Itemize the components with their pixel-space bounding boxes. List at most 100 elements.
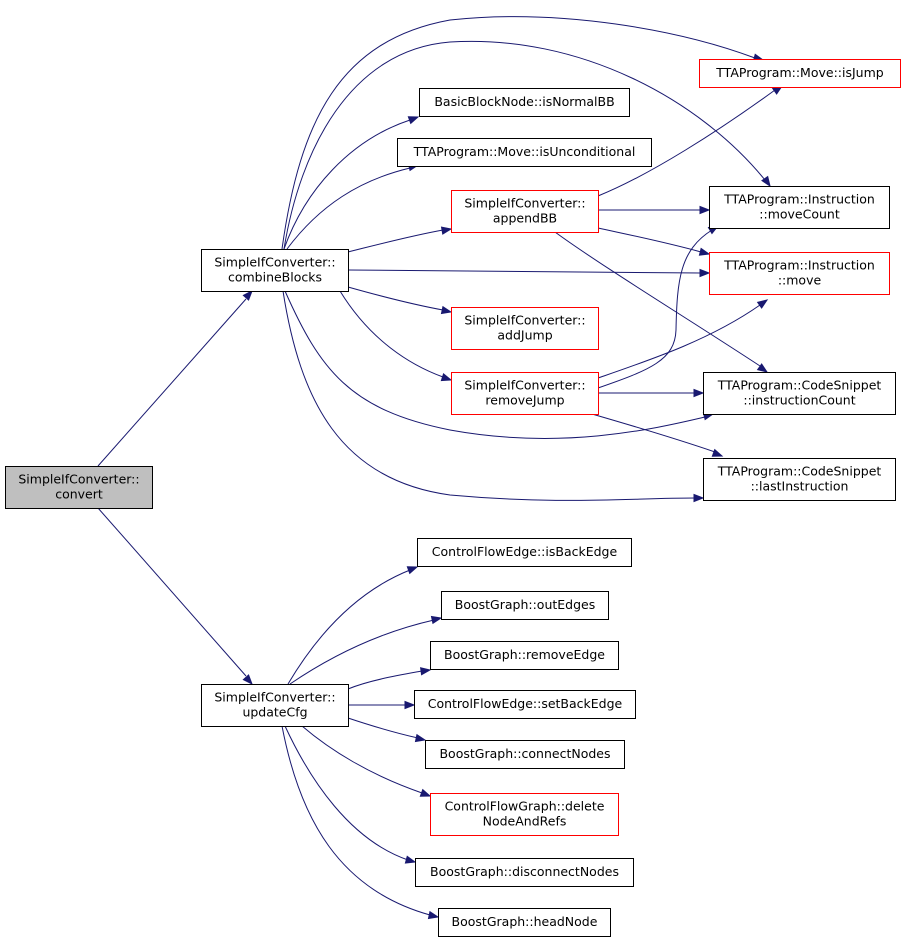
node-box[interactable] — [441, 591, 609, 620]
edge-appendBB-to-moveCount — [597, 205, 711, 215]
node-box[interactable] — [419, 88, 630, 117]
arrowhead-icon — [242, 289, 253, 301]
node-addJump[interactable]: SimpleIfConverter::addJump — [451, 307, 599, 350]
node-label: ::lastInstruction — [751, 479, 849, 494]
node-label: convert — [55, 487, 103, 502]
node-isBackEdge[interactable]: ControlFlowEdge::isBackEdge — [417, 538, 632, 567]
node-setBackEdge[interactable]: ControlFlowEdge::setBackEdge — [414, 690, 636, 719]
edge-combineBlocks-to-moveCount — [283, 40, 771, 250]
node-box[interactable] — [709, 186, 890, 229]
node-box[interactable] — [414, 690, 636, 719]
edge-line — [97, 298, 247, 467]
node-updateCfg[interactable]: SimpleIfConverter::updateCfg — [201, 684, 349, 727]
node-label: BasicBlockNode::isNormalBB — [434, 94, 614, 109]
node-box[interactable] — [430, 641, 619, 670]
edge-removeJump-to-moveCount — [597, 225, 720, 389]
node-isUnconditional[interactable]: TTAProgram::Move::isUnconditional — [397, 138, 652, 167]
edge-convert-to-updateCfg — [97, 507, 253, 686]
arrowhead-icon — [404, 855, 417, 864]
node-label: ControlFlowEdge::setBackEdge — [428, 696, 623, 711]
node-label: SimpleIfConverter:: — [464, 313, 585, 328]
edge-line — [347, 717, 419, 739]
edge-line — [597, 304, 761, 379]
edge-removeJump-to-lastInstruction — [591, 413, 724, 457]
edge-removeJump-to-instructionCount — [598, 388, 705, 398]
edge-updateCfg-to-connectNodes — [347, 717, 427, 743]
edge-updateCfg-to-outEdges — [289, 615, 443, 685]
node-box[interactable] — [703, 372, 896, 415]
node-label: SimpleIfConverter:: — [18, 472, 139, 487]
edge-combineBlocks-to-move — [347, 268, 711, 278]
edge-line — [284, 725, 409, 861]
node-box[interactable] — [709, 252, 890, 295]
arrowhead-icon — [699, 268, 711, 278]
arrowhead-icon — [698, 247, 711, 256]
node-appendBB[interactable]: SimpleIfConverter::appendBB — [451, 190, 599, 233]
node-box[interactable] — [699, 59, 901, 88]
node-box[interactable] — [397, 138, 652, 167]
edge-line — [347, 269, 702, 274]
node-label: SimpleIfConverter:: — [464, 196, 585, 211]
edge-appendBB-to-instructionCount — [554, 231, 769, 373]
node-box[interactable] — [430, 793, 619, 836]
node-box[interactable] — [438, 908, 611, 937]
edge-line — [597, 227, 702, 253]
node-label: TTAProgram::Instruction — [723, 258, 875, 273]
node-box[interactable] — [201, 684, 349, 727]
edge-line — [301, 725, 423, 794]
edge-updateCfg-to-removeEdge — [347, 667, 432, 690]
node-box[interactable] — [451, 190, 599, 233]
edge-line — [282, 290, 696, 501]
node-label: removeJump — [485, 393, 564, 408]
edge-combineBlocks-to-isUnconditional — [286, 163, 420, 250]
edge-combineBlocks-to-appendBB — [347, 226, 453, 253]
arrowhead-icon — [420, 667, 432, 676]
node-removeJump[interactable]: SimpleIfConverter::removeJump — [451, 372, 599, 415]
node-headNode[interactable]: BoostGraph::headNode — [438, 908, 611, 937]
node-connectNodes[interactable]: BoostGraph::connectNodes — [425, 740, 625, 769]
edge-line — [554, 231, 761, 367]
node-combineBlocks[interactable]: SimpleIfConverter::combineBlocks — [201, 249, 349, 292]
edge-line — [289, 619, 435, 685]
node-box[interactable] — [5, 466, 153, 509]
node-box[interactable] — [425, 740, 625, 769]
edge-updateCfg-to-isBackEdge — [287, 566, 419, 685]
node-box[interactable] — [703, 458, 896, 501]
edge-line — [597, 229, 713, 389]
edge-line — [347, 229, 444, 253]
node-convert[interactable]: SimpleIfConverter::convert — [5, 466, 153, 509]
arrowhead-icon — [711, 448, 724, 457]
edge-line — [597, 89, 776, 197]
node-instructionCount[interactable]: TTAProgram::CodeSnippet::instructionCoun… — [703, 372, 896, 415]
arrowhead-icon — [440, 373, 453, 382]
node-box[interactable] — [201, 249, 349, 292]
node-isNormalBB[interactable]: BasicBlockNode::isNormalBB — [419, 88, 630, 117]
node-box[interactable] — [415, 858, 634, 887]
node-outEdges[interactable]: BoostGraph::outEdges — [441, 591, 609, 620]
edge-line — [347, 286, 444, 311]
node-box[interactable] — [451, 372, 599, 415]
edge-convert-to-combineBlocks — [97, 289, 253, 467]
edge-line — [287, 569, 411, 685]
node-box[interactable] — [417, 538, 632, 567]
arrowhead-icon — [404, 700, 416, 710]
arrowhead-icon — [419, 788, 432, 797]
arrowhead-icon — [430, 615, 443, 625]
node-box[interactable] — [451, 307, 599, 350]
edge-line — [281, 16, 756, 250]
edge-combineBlocks-to-lastInstruction — [282, 290, 705, 503]
node-label: NodeAndRefs — [483, 814, 567, 829]
node-removeEdge[interactable]: BoostGraph::removeEdge — [430, 641, 619, 670]
node-move[interactable]: TTAProgram::Instruction::move — [709, 252, 890, 295]
node-lastInstruction[interactable]: TTAProgram::CodeSnippet::lastInstruction — [703, 458, 896, 501]
node-isJump[interactable]: TTAProgram::Move::isJump — [699, 59, 901, 88]
node-disconnectNodes[interactable]: BoostGraph::disconnectNodes — [415, 858, 634, 887]
edge-line — [281, 725, 431, 916]
node-moveCount[interactable]: TTAProgram::Instruction::moveCount — [709, 186, 890, 229]
arrowhead-icon — [407, 116, 420, 125]
arrowhead-icon — [756, 299, 769, 309]
edge-updateCfg-to-deleteNodeAndRefs — [301, 725, 432, 797]
node-label: appendBB — [493, 211, 557, 226]
